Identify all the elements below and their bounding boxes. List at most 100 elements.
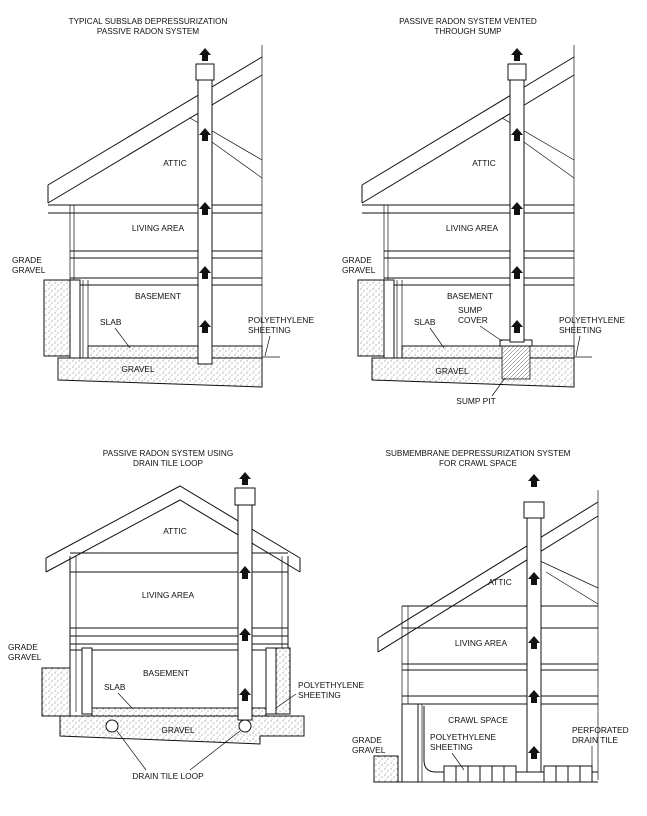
panel1-floors (48, 204, 262, 286)
panel1-title-line1: TYPICAL SUBSLAB DEPRESSURIZATION (69, 17, 228, 26)
panel1-slab-label: SLAB (100, 317, 122, 327)
panel4-attic-label: ATTIC (488, 577, 512, 587)
panel3-flow-arrow-icon (239, 628, 251, 641)
panel4-living-label: LIVING AREA (455, 638, 508, 648)
panel2-grade-label: GRADE (342, 255, 372, 265)
panel3-foundation (41, 647, 305, 745)
panel2-poly-label1: POLYETHYLENE (559, 315, 625, 325)
panel4-grade-soil (373, 755, 399, 783)
panel3-title-line2: DRAIN TILE LOOP (133, 459, 203, 468)
panel4-grade-label: GRADE (352, 735, 382, 745)
panel1-poly-label1: POLYETHYLENE (248, 315, 314, 325)
panel3-poly-label2: SHEETING (298, 690, 341, 700)
panel1-flow-arrow-icon (199, 266, 211, 279)
panel1-foundation (43, 279, 280, 388)
panel2-gravel-bed (371, 357, 575, 388)
panel-sump-vented: PASSIVE RADON SYSTEM VENTED THROUGH SUMP (342, 17, 625, 406)
panel2-vent-pipe (507, 48, 527, 343)
panel4-pipe-cap (523, 501, 545, 519)
panel4-title-line2: FOR CRAWL SPACE (439, 459, 517, 468)
panel3-flow-arrow-icon (239, 688, 251, 701)
panel1-gravel-left-label: GRAVEL (12, 265, 46, 275)
panel4-poly-label2: SHEETING (430, 742, 473, 752)
panel4-poly-label1: POLYETHYLENE (430, 732, 496, 742)
panel2-sump-label1: SUMP (458, 305, 483, 315)
panel2-roof (361, 45, 575, 358)
panel2-grade-soil (357, 279, 385, 357)
panel4-perf-label1: PERFORATED (572, 725, 629, 735)
panel1-pipe-cap (195, 63, 215, 81)
panel2-basement-label: BASEMENT (447, 291, 493, 301)
panel4-flow-arrow-icon (528, 636, 540, 649)
panel4-flow-arrow-icon (528, 690, 540, 703)
panel1-slab (87, 345, 263, 359)
panel2-poly-label2: SHEETING (559, 325, 602, 335)
panel1-left-wall (69, 279, 81, 359)
panel2-sump-pit (501, 342, 531, 380)
panel4-foundation (373, 703, 598, 783)
panel3-basement-label: BASEMENT (143, 668, 189, 678)
panel2-living-label: LIVING AREA (446, 223, 499, 233)
panel2-foundation (357, 279, 592, 388)
panel4-left-wall (401, 703, 419, 783)
panel2-slab (401, 345, 575, 359)
panel1-grade-label: GRADE (12, 255, 42, 265)
panel3-gravel-label: GRAVEL (161, 725, 195, 735)
panel3-right-soil (275, 647, 291, 715)
panel1-flow-arrow-icon (199, 202, 211, 215)
panel2-sump-label2: COVER (458, 315, 488, 325)
panel3-gravel-left-label: GRAVEL (8, 652, 42, 662)
panel4-crawl-label: CRAWL SPACE (448, 715, 508, 725)
panel1-exhaust-arrow-icon (199, 48, 211, 61)
panel3-left-wall (81, 647, 93, 715)
panel3-roof (45, 485, 301, 573)
panel1-poly-label2: SHEETING (248, 325, 291, 335)
panel2-title-line2: THROUGH SUMP (434, 27, 502, 36)
panel3-drain-tile-right (238, 719, 252, 733)
panel1-living-label: LIVING AREA (132, 223, 185, 233)
panel2-sump-pit-label: SUMP PIT (456, 396, 495, 406)
panel3-vent-pipe (234, 472, 256, 721)
panel3-pipe-cap (234, 487, 256, 506)
panel4-gravel-left-label: GRAVEL (352, 745, 386, 755)
panel2-left-wall (383, 279, 395, 359)
panel1-basement-label: BASEMENT (135, 291, 181, 301)
panel3-grade-label: GRADE (8, 642, 38, 652)
panel4-title-line1: SUBMEMBRANE DEPRESSURIZATION SYSTEM (385, 449, 570, 458)
panel2-exhaust-arrow-icon (511, 48, 523, 61)
panel3-living-label: LIVING AREA (142, 590, 195, 600)
panel1-flow-arrow-icon (199, 128, 211, 141)
panel2-floors (362, 204, 574, 286)
panel3-walls (69, 552, 289, 712)
panel3-slab-label: SLAB (104, 682, 126, 692)
panel2-title-line1: PASSIVE RADON SYSTEM VENTED (399, 17, 537, 26)
panel-subslab-depressurization: TYPICAL SUBSLAB DEPRESSURIZATION PASSIVE… (12, 17, 314, 388)
panel2-flow-arrow-icon (511, 128, 523, 141)
panel2-attic-label: ATTIC (472, 158, 496, 168)
panel4-exhaust-arrow-icon (528, 474, 540, 487)
panel3-attic-label: ATTIC (163, 526, 187, 536)
panel3-title-line1: PASSIVE RADON SYSTEM USING (103, 449, 233, 458)
panel2-gravel-left-label: GRAVEL (342, 265, 376, 275)
panel1-roof (47, 45, 263, 358)
panel1-gravel-label: GRAVEL (121, 364, 155, 374)
panel3-drain-tile-left (105, 719, 119, 733)
panel2-pipe-cap (507, 63, 527, 81)
panel-crawl-space-submembrane: SUBMEMBRANE DEPRESSURIZATION SYSTEM FOR … (352, 449, 629, 783)
panel1-grade-soil (43, 279, 71, 357)
panel1-vent-pipe (195, 48, 215, 365)
panel3-pipe-stack (237, 504, 253, 721)
panel4-vent-pipe (523, 474, 545, 773)
panel2-flow-arrow-icon (511, 266, 523, 279)
panel1-flow-arrow-icon (199, 320, 211, 333)
panel3-grade-soil (41, 667, 71, 717)
panel3-exhaust-arrow-icon (239, 472, 251, 485)
panel4-footing-blocks (443, 765, 593, 783)
panel3-flow-arrow-icon (239, 566, 251, 579)
panel4-perf-label2: DRAIN TILE (572, 735, 618, 745)
panel3-poly-label1: POLYETHYLENE (298, 680, 364, 690)
panel4-floors (401, 605, 598, 705)
panel3-drain-loop-label: DRAIN TILE LOOP (132, 771, 204, 781)
